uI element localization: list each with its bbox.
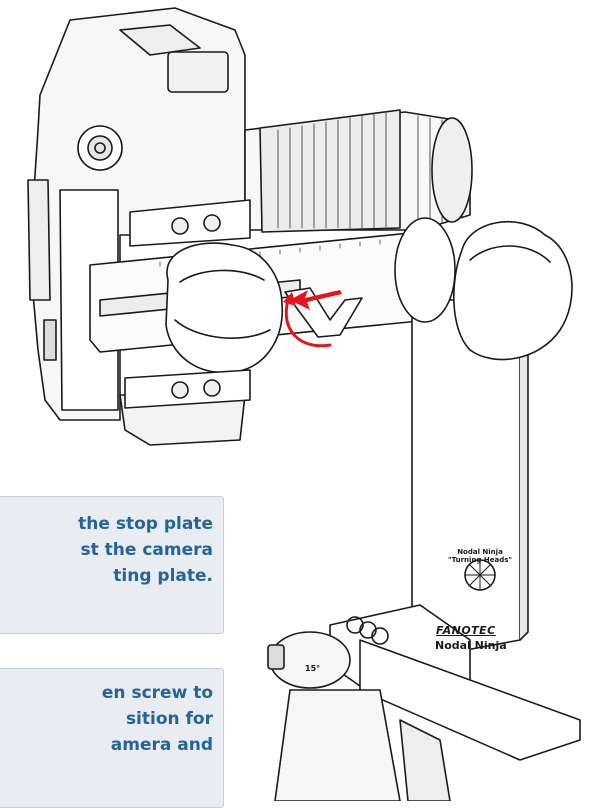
callout-1-line-3: ting plate. <box>113 566 213 586</box>
callout-2-line-1: en screw to <box>101 683 213 703</box>
instruction-callout-1: the stop plate st the camera ting plate. <box>0 496 224 634</box>
fanotec-brand-text: FANOTEC <box>436 624 496 637</box>
instruction-callout-2: en screw to sition for amera and <box>0 668 224 808</box>
callout-2-line-3: amera and <box>110 735 213 755</box>
lens-barrel <box>244 109 473 233</box>
tripod-legs <box>274 689 451 801</box>
rail-clamp-knob <box>165 242 283 374</box>
logo-text: Nodal Ninja "Turning Heads" <box>447 548 513 564</box>
upper-camera-plate <box>129 199 251 247</box>
rotator-degree-label: 15° <box>305 664 321 673</box>
lower-camera-plate <box>124 369 251 409</box>
nodal-ninja-brand-text: Nodal Ninja <box>435 639 507 652</box>
nodal-ninja-logo-icon: Nodal Ninja "Turning Heads" <box>445 548 515 564</box>
bottom-rail <box>359 639 581 761</box>
rotator-knob <box>394 217 573 361</box>
red-rotation-arrow-icon <box>283 290 342 348</box>
callout-1-line-1: the stop plate <box>78 514 213 534</box>
callout-2-line-2: sition for <box>125 709 213 729</box>
callout-1-line-2: st the camera <box>80 540 214 560</box>
